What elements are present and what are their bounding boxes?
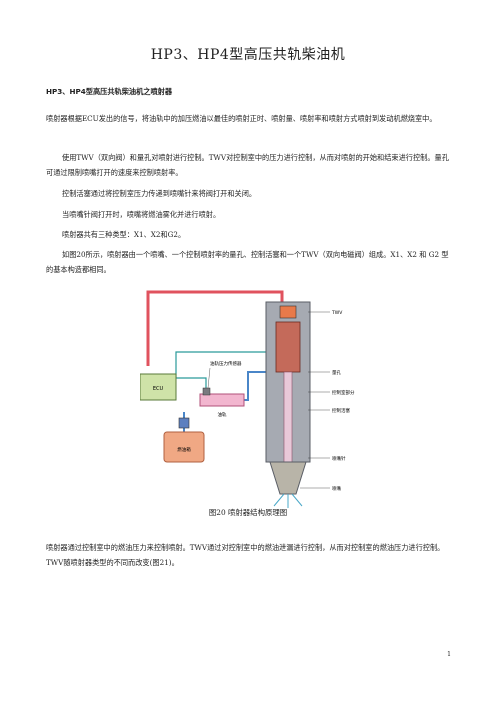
nozzle-needle-label: 喷嘴针 xyxy=(332,455,346,462)
control-chamber-label: 控制室部分 xyxy=(332,389,355,396)
page-number: 1 xyxy=(447,651,451,658)
signal-line-ecu-sensor xyxy=(176,377,207,394)
injector-diagram: ECU 燃油箱 油轨 油轨压力传感器 TWV 量孔 控制室部分 控制活塞 喷嘴针… xyxy=(140,290,355,508)
tank-filter xyxy=(178,417,190,429)
control-piston-shaft xyxy=(283,371,293,463)
fuel-tank-label: 燃油箱 xyxy=(177,446,191,453)
twv-label: TWV xyxy=(331,310,343,316)
fuel-tank xyxy=(163,431,205,463)
rail xyxy=(199,393,245,407)
ecu-box xyxy=(140,373,177,401)
twv-valve xyxy=(279,305,297,319)
paragraph-1: 喷射器根据ECU发出的信号，将油轨中的加压燃油以最佳的喷射正时、喷射量、喷射率和… xyxy=(46,114,437,123)
section-heading: HP3、HP4型高压共轨柴油机之喷射器 xyxy=(46,87,173,96)
control-piston-label: 控制活塞 xyxy=(332,407,350,414)
paragraph-after-figure: 喷射器通过控制室中的燃油压力来控制喷射。TWV通过对控制室中的燃油泄漏进行控制，… xyxy=(46,543,445,567)
rail-pressure-sensor xyxy=(202,387,211,396)
paragraph-2: 使用TWV（双向阀）和量孔对喷射进行控制。TWV对控制室中的压力进行控制，从而对… xyxy=(46,153,449,177)
ecu-label: ECU xyxy=(153,386,164,392)
paragraph-6: 如图20所示，喷射器由一个喷嘴、一个控制喷射率的量孔、控制活塞和一个TWV（双向… xyxy=(46,250,449,274)
page-title: HP3、HP4型高压共轨柴油机 xyxy=(150,47,346,63)
rail-pressure-sensor-label: 油轨压力传感器 xyxy=(210,360,242,367)
paragraph-5: 喷射器共有三种类型：X1、X2和G2。 xyxy=(62,230,186,239)
figure-caption: 图20 喷射器结构原理图 xyxy=(208,508,288,517)
nozzle-label: 喷嘴 xyxy=(332,485,341,492)
paragraph-4: 当喷嘴针阀打开时，喷嘴将燃油雾化并进行喷射。 xyxy=(62,210,221,219)
injector-solenoid xyxy=(275,321,301,373)
spray xyxy=(273,493,303,508)
nozzle-tip xyxy=(269,461,307,495)
orifice-label: 量孔 xyxy=(332,369,341,376)
paragraph-3: 控制活塞通过将控制室压力传递到喷嘴针来将阀打开和关闭。 xyxy=(62,189,257,198)
high-pressure-line xyxy=(146,290,284,366)
rail-label: 油轨 xyxy=(218,411,227,418)
